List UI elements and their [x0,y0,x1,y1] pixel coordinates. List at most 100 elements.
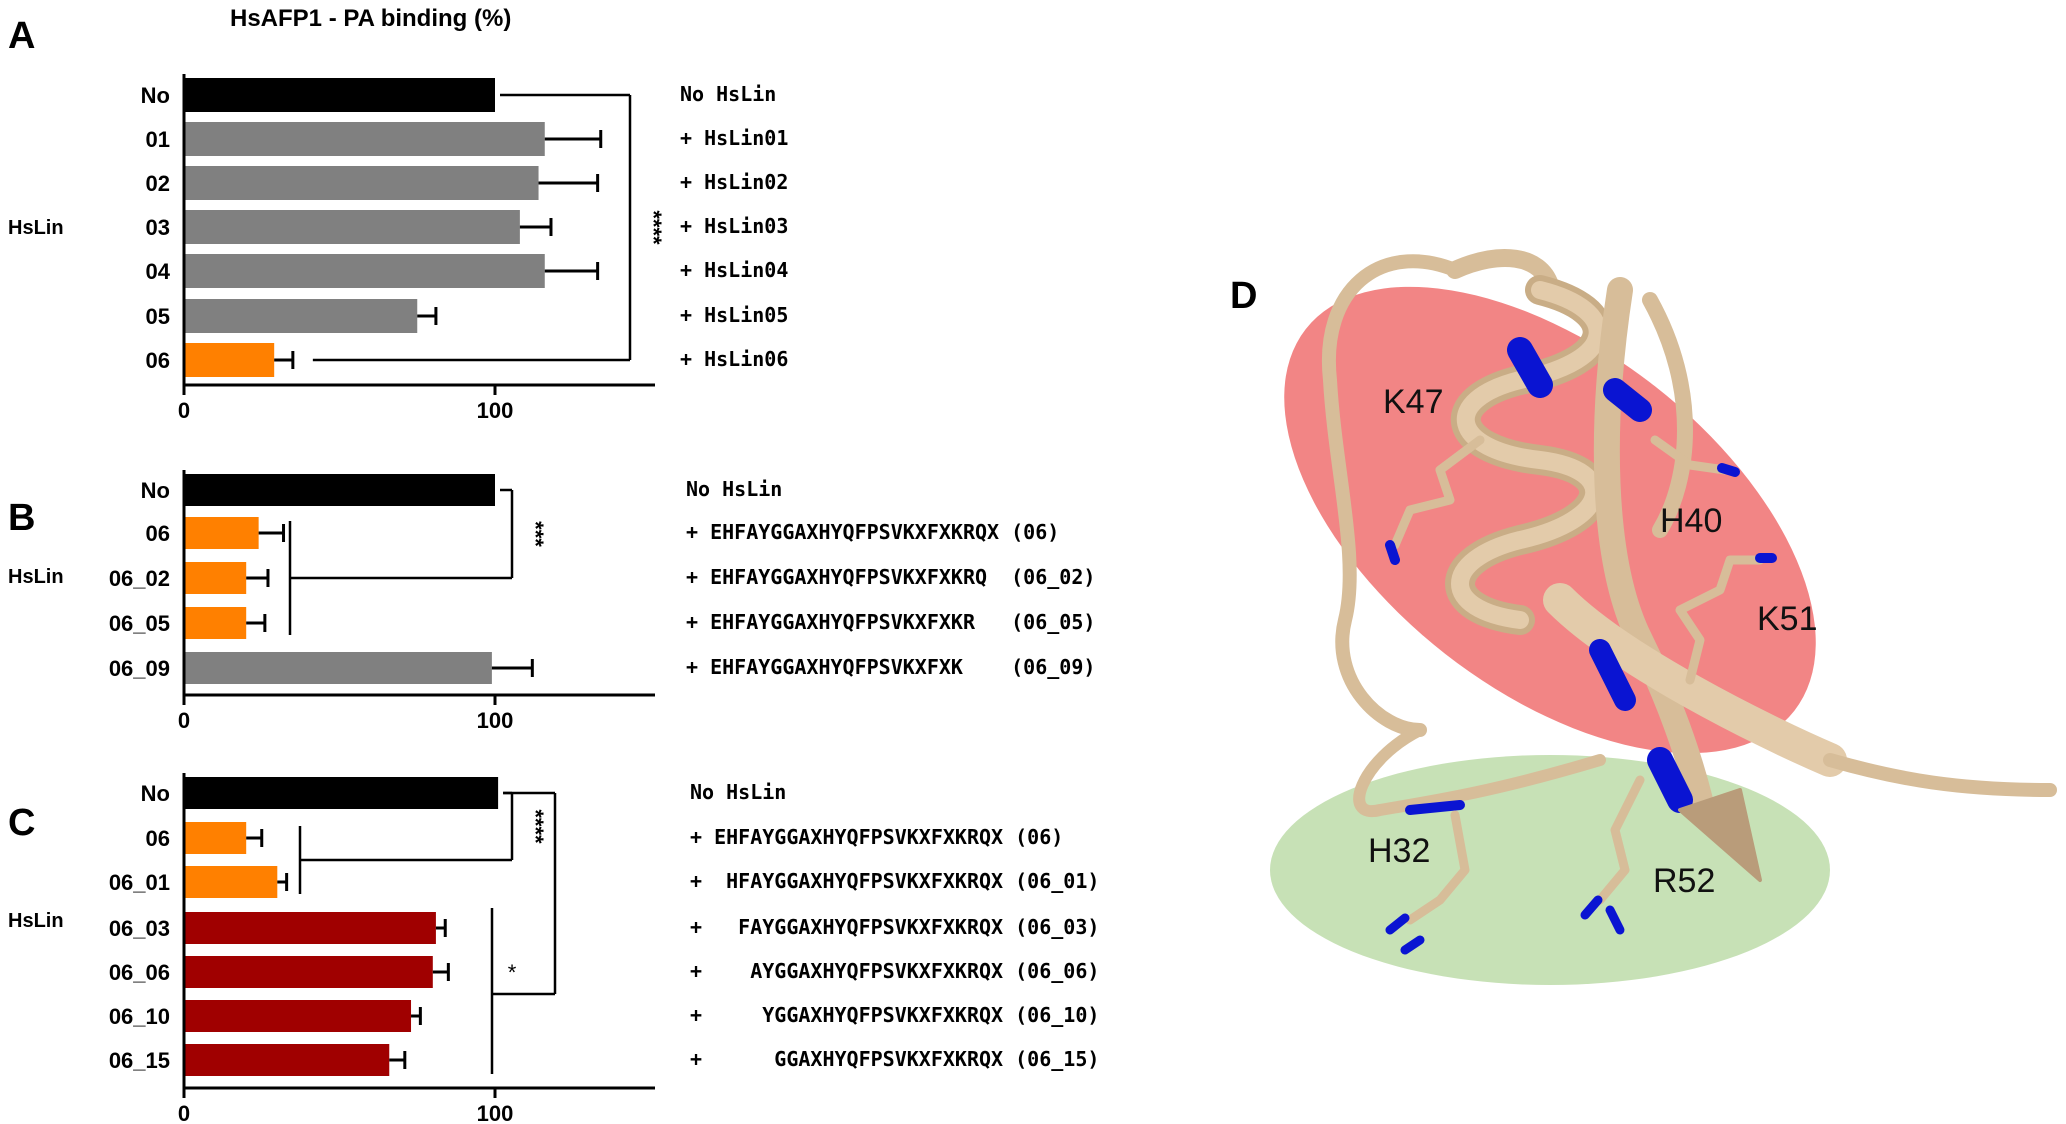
side-chain-k51 [1675,555,1765,685]
category-label: 04 [146,259,171,284]
structure-arrowhead [1678,788,1762,882]
bar-06 [184,822,247,854]
bar-No [184,78,495,112]
residue-highlight [1603,378,1652,422]
side-chain-atom [1580,895,1625,935]
description-label: + YGGAXHYQFPSVKXFXKRQX (06_10) [690,1003,1099,1027]
panel-letter-d: D [1230,275,1257,317]
bar-06 [184,517,259,549]
description-label: + HsLin04 [680,258,788,282]
category-label: 06 [146,521,170,546]
bar-06_01 [184,866,278,898]
category-label: 05 [146,304,170,329]
category-label: 02 [146,171,170,196]
category-label: 06 [146,826,170,851]
panel-letter-c: C [8,802,35,844]
description-label: + HsLin05 [680,303,788,327]
panel-c-chart: No No HsLin 06 + EHFAYGGAXHYQFPSVKXFXKRQX (… [8,773,1099,1124]
bar-06_06 [184,956,433,988]
description-label: + EHFAYGGAXHYQFPSVKXFXKR (06_05) [686,610,1095,634]
description-label: + EHFAYGGAXHYQFPSVKXFXKRQX (06) [686,520,1059,544]
category-label: 06_02 [109,566,170,591]
significance-label: * [508,960,517,985]
residue-label-k47: K47 [1383,383,1444,421]
side-chain-h32 [1405,810,1470,925]
side-chain-r52 [1595,775,1645,905]
figure-title: HsAFP1 - PA binding (%) [230,5,511,32]
bar-03 [184,210,520,244]
description-label: No HsLin [680,82,776,106]
description-label: + HsLin01 [680,126,788,150]
bar-06_05 [184,607,247,639]
x-tick-label: 0 [178,708,190,733]
side-chain-k47 [1390,435,1485,550]
side-chain-atom [1717,463,1740,477]
residue-label-h32: H32 [1368,832,1430,870]
significance-label: **** [641,210,666,245]
residue-highlight [1507,337,1553,398]
group-label: HsLin [8,217,64,239]
description-label: + HsLin06 [680,347,788,371]
side-chain-atom [1385,913,1425,955]
bar-01 [184,122,545,156]
group-label: HsLin [8,910,64,932]
category-label: 06_03 [109,916,170,941]
bar-06 [184,343,275,377]
bar-06_10 [184,1000,412,1032]
significance-label: **** [523,809,548,844]
bar-02 [184,166,539,200]
category-label: No [141,83,170,108]
panel-b-chart: No No HsLin 06 + EHFAYGGAXHYQFPSVKXFXKRQX (… [8,470,1095,733]
bar-06_03 [184,912,436,944]
residue-label-r52: R52 [1653,862,1715,900]
description-label: + FAYGGAXHYQFPSVKXFXKRQX (06_03) [690,915,1099,939]
residue-highlight [1405,800,1465,815]
panel-letter-a: A [8,15,35,57]
bar-05 [184,299,418,333]
x-tick-label: 100 [477,1101,514,1124]
category-label: 06_10 [109,1004,170,1029]
residue-label-k51: K51 [1757,600,1818,638]
significance-label: *** [523,521,548,547]
x-tick-label: 0 [178,398,190,423]
bar-No [184,777,499,809]
description-label: + HsLin03 [680,214,788,238]
description-label: + EHFAYGGAXHYQFPSVKXFXKRQ (06_02) [686,565,1095,589]
panel-d-structure: K47 H40 K51 H32 R52 [1270,249,2057,985]
category-label: 06_09 [109,656,170,681]
description-label: No HsLin [690,780,786,804]
category-label: 01 [146,127,170,152]
structure-loop [1353,724,1606,818]
x-tick-label: 100 [477,708,514,733]
panel-letter-b: B [8,497,35,539]
description-label: + GGAXHYQFPSVKXFXKRQX (06_15) [690,1047,1099,1071]
side-chain-h40 [1650,435,1730,475]
x-tick-label: 100 [477,398,514,423]
bar-No [184,474,495,506]
description-label: + HsLin02 [680,170,788,194]
structure-tail [1823,753,2057,797]
description-label: + AYGGAXHYQFPSVKXFXKRQX (06_06) [690,959,1099,983]
structure-loop [1642,292,1693,538]
residue-highlight [1589,639,1636,711]
category-label: 06_01 [109,870,170,895]
structure-loop [1321,254,1462,737]
description-label: No HsLin [686,477,782,501]
bar-04 [184,254,545,288]
category-label: 06_15 [109,1048,170,1073]
description-label: + EHFAYGGAXHYQFPSVKXFXKRQX (06) [690,825,1063,849]
category-label: 03 [146,215,170,240]
structure-strand [1543,583,1847,777]
group-label: HsLin [8,566,64,588]
bar-06_02 [184,562,247,594]
structure-helix [1451,281,1607,629]
category-label: No [141,781,170,806]
description-label: + EHFAYGGAXHYQFPSVKXFXK (06_09) [686,655,1095,679]
category-label: 06 [146,348,170,373]
category-label: No [141,478,170,503]
side-chain-atom [1385,540,1400,565]
category-label: 06_05 [109,611,170,636]
bar-06_15 [184,1044,390,1076]
bar-06_09 [184,652,492,684]
